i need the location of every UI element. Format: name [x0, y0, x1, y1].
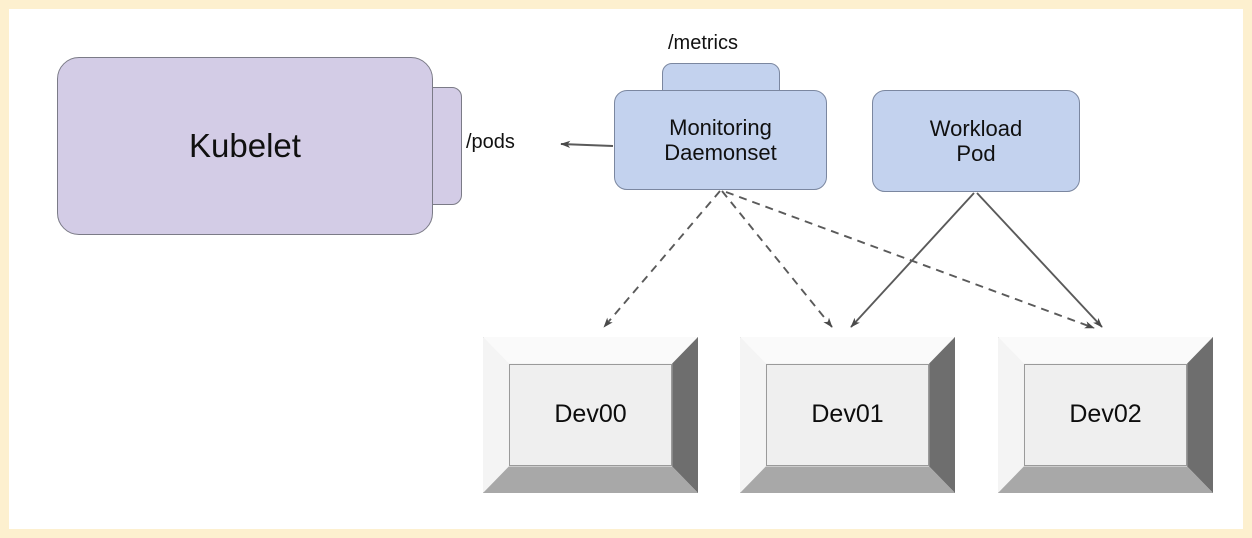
device-bevel-bottom — [998, 466, 1213, 493]
device-bevel-bottom — [483, 466, 698, 493]
device-bevel-right — [672, 337, 698, 493]
workload-pod-label: Workload Pod — [930, 116, 1023, 166]
monitoring-daemonset-label: Monitoring Daemonset — [664, 115, 777, 165]
device-bevel-left — [740, 337, 766, 493]
device-bevel-top — [740, 337, 955, 364]
device-bevel — [483, 337, 698, 493]
workload-pod-label-line1: Workload — [929, 115, 1023, 141]
device-panel: Dev02 — [1023, 363, 1188, 467]
kubelet-label: Kubelet — [189, 127, 301, 165]
device-bevel-right — [929, 337, 955, 493]
device-bevel-right — [1187, 337, 1213, 493]
monitoring-daemonset-label-line1: Monitoring — [669, 114, 772, 140]
device-bevel-left — [483, 337, 509, 493]
device-bevel-bottom — [740, 466, 955, 493]
node-monitoring-daemonset[interactable]: Monitoring Daemonset — [614, 90, 827, 190]
device-bevel-top — [998, 337, 1213, 364]
node-device-dev01[interactable]: Dev01 — [740, 337, 955, 493]
device-label: Dev00 — [554, 400, 627, 429]
edge-label-pods: /pods — [466, 131, 515, 153]
workload-pod-label-line2: Pod — [956, 141, 996, 166]
device-bevel — [740, 337, 955, 493]
device-bevel-left — [998, 337, 1024, 493]
monitoring-daemonset-label-line2: Daemonset — [664, 140, 777, 165]
node-kubelet[interactable]: Kubelet — [57, 57, 433, 235]
device-label: Dev01 — [811, 400, 884, 429]
edge-label-metrics: /metrics — [668, 32, 738, 54]
node-workload-pod[interactable]: Workload Pod — [872, 90, 1080, 192]
device-bevel-top — [483, 337, 698, 364]
device-label: Dev02 — [1069, 400, 1142, 429]
node-device-dev02[interactable]: Dev02 — [998, 337, 1213, 493]
device-panel: Dev01 — [765, 363, 930, 467]
node-device-dev00[interactable]: Dev00 — [483, 337, 698, 493]
device-panel: Dev00 — [508, 363, 673, 467]
device-bevel — [998, 337, 1213, 493]
